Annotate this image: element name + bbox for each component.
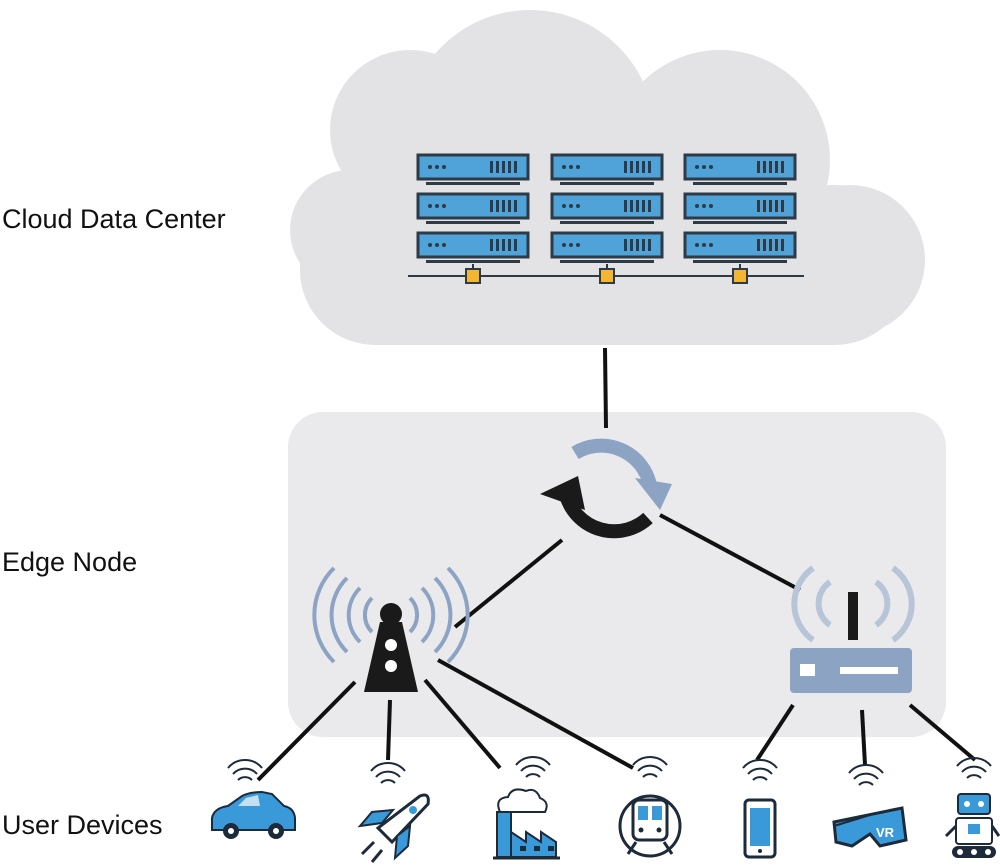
connection-lines [256, 347, 977, 782]
train-icon [618, 794, 682, 858]
bus-connector [599, 268, 615, 284]
robot-device [944, 756, 1000, 858]
server-racks [408, 153, 804, 284]
cell-tower-icon [312, 566, 470, 692]
bus-connector [732, 268, 748, 284]
sync-arrows-icon [540, 438, 672, 539]
factory-icon [493, 788, 560, 860]
server-rack [683, 153, 797, 265]
robot-icon [944, 793, 1000, 858]
cloud-data-center-label: Cloud Data Center [2, 204, 226, 234]
bus-connector [465, 268, 481, 284]
space-shuttle-icon [357, 793, 430, 863]
user-devices-label: User Devices [2, 810, 163, 840]
car-icon [211, 790, 296, 839]
car-device [211, 758, 296, 839]
vr-headset-device: VR [832, 763, 908, 848]
smartphone-icon [743, 798, 777, 859]
server-rack [550, 153, 664, 265]
wifi-router-icon [790, 565, 915, 693]
train-device [618, 755, 682, 858]
factory-device [493, 755, 560, 860]
vr-badge-text: VR [876, 825, 895, 840]
vr-headset-icon: VR [832, 806, 908, 848]
space-shuttle-device [357, 761, 430, 863]
server-rack [416, 153, 530, 265]
smartphone-device [742, 758, 778, 859]
edge-node-label: Edge Node [2, 547, 138, 577]
